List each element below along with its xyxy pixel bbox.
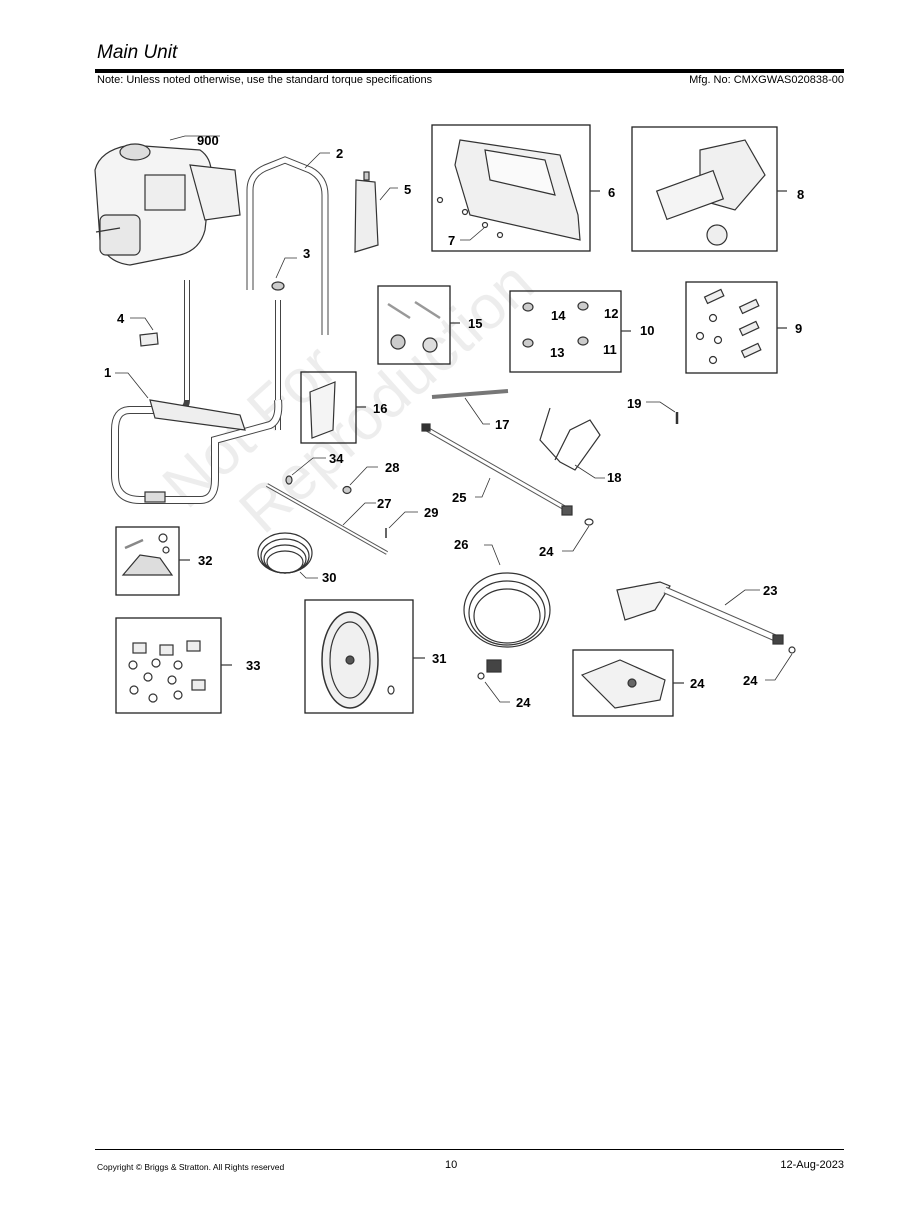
- callout-32[interactable]: 32: [198, 553, 213, 568]
- mfg-number: Mfg. No: CMXGWAS020838-00: [689, 74, 844, 86]
- mount-kit-box: [115, 617, 222, 714]
- callout-31[interactable]: 31: [432, 651, 447, 666]
- callout-30[interactable]: 30: [322, 570, 337, 585]
- callout-14[interactable]: 14: [551, 308, 566, 323]
- callout-24-wand[interactable]: 24: [539, 544, 554, 559]
- callout-17[interactable]: 17: [495, 417, 510, 432]
- callout-24-hose[interactable]: 24: [516, 695, 531, 710]
- callout-29[interactable]: 29: [424, 505, 439, 520]
- label-illustration: [139, 332, 159, 347]
- callout-18[interactable]: 18: [607, 470, 622, 485]
- panel-illustration: [436, 139, 600, 241]
- spray-gun-illustration: [616, 581, 796, 681]
- header-rule: [95, 69, 844, 73]
- callout-25[interactable]: 25: [452, 490, 467, 505]
- wheel-illustration: [321, 611, 425, 709]
- screws-illustration: [522, 301, 631, 348]
- callout-16[interactable]: 16: [373, 401, 388, 416]
- pump-bolt-kit-box: [685, 281, 778, 374]
- foot-kit-box: [115, 526, 180, 596]
- page-title: Main Unit: [97, 42, 178, 63]
- callout-34[interactable]: 34: [329, 451, 344, 466]
- footer-rule: [95, 1149, 844, 1150]
- callout-11[interactable]: 11: [603, 342, 617, 357]
- callout-19[interactable]: 19: [627, 396, 642, 411]
- copyright-text: Copyright © Briggs & Stratton. All Right…: [97, 1162, 285, 1172]
- callout-27[interactable]: 27: [377, 496, 392, 511]
- hose-illustration: [463, 544, 551, 703]
- callout-3[interactable]: 3: [303, 246, 311, 261]
- page-number: 10: [445, 1159, 458, 1171]
- nozzle-holder-illustration: [354, 171, 398, 253]
- callout-24-gun[interactable]: 24: [743, 673, 758, 688]
- callout-12[interactable]: 12: [604, 306, 619, 321]
- handle-illustration: [246, 152, 330, 335]
- callout-8[interactable]: 8: [797, 187, 805, 202]
- hose-coil-illustration: [257, 532, 318, 579]
- callout-13[interactable]: 13: [550, 345, 565, 360]
- callout-23[interactable]: 23: [763, 583, 778, 598]
- cap-illustration: [271, 281, 285, 291]
- pump-box: [631, 126, 778, 252]
- frame-illustration: [111, 372, 283, 504]
- callout-5[interactable]: 5: [404, 182, 412, 197]
- callout-2[interactable]: 2: [336, 146, 344, 161]
- bolt-knob-illustration: [387, 300, 460, 353]
- callout-24-kit[interactable]: 24: [690, 676, 705, 691]
- torque-note: Note: Unless noted otherwise, use the st…: [97, 74, 433, 86]
- callout-15[interactable]: 15: [468, 316, 483, 331]
- callout-4[interactable]: 4: [117, 311, 125, 326]
- callout-9[interactable]: 9: [795, 321, 803, 336]
- callout-33[interactable]: 33: [246, 658, 261, 673]
- bolt-knob-kit-box: [377, 285, 451, 365]
- callout-7[interactable]: 7: [448, 233, 456, 248]
- callout-26[interactable]: 26: [454, 537, 469, 552]
- pump-illustration: [655, 139, 787, 246]
- callout-28[interactable]: 28: [385, 460, 400, 475]
- callout-6[interactable]: 6: [608, 185, 616, 200]
- panel-kit-box: [431, 124, 591, 252]
- callout-1[interactable]: 1: [104, 365, 112, 380]
- footer-date: 12-Aug-2023: [780, 1159, 844, 1171]
- mounts-illustration: [128, 640, 232, 703]
- callout-900[interactable]: 900: [197, 133, 219, 148]
- engine-illustration: [94, 135, 241, 266]
- wheel-box: [304, 599, 414, 714]
- callout-10[interactable]: 10: [640, 323, 655, 338]
- pump-bolts-illustration: [695, 288, 787, 365]
